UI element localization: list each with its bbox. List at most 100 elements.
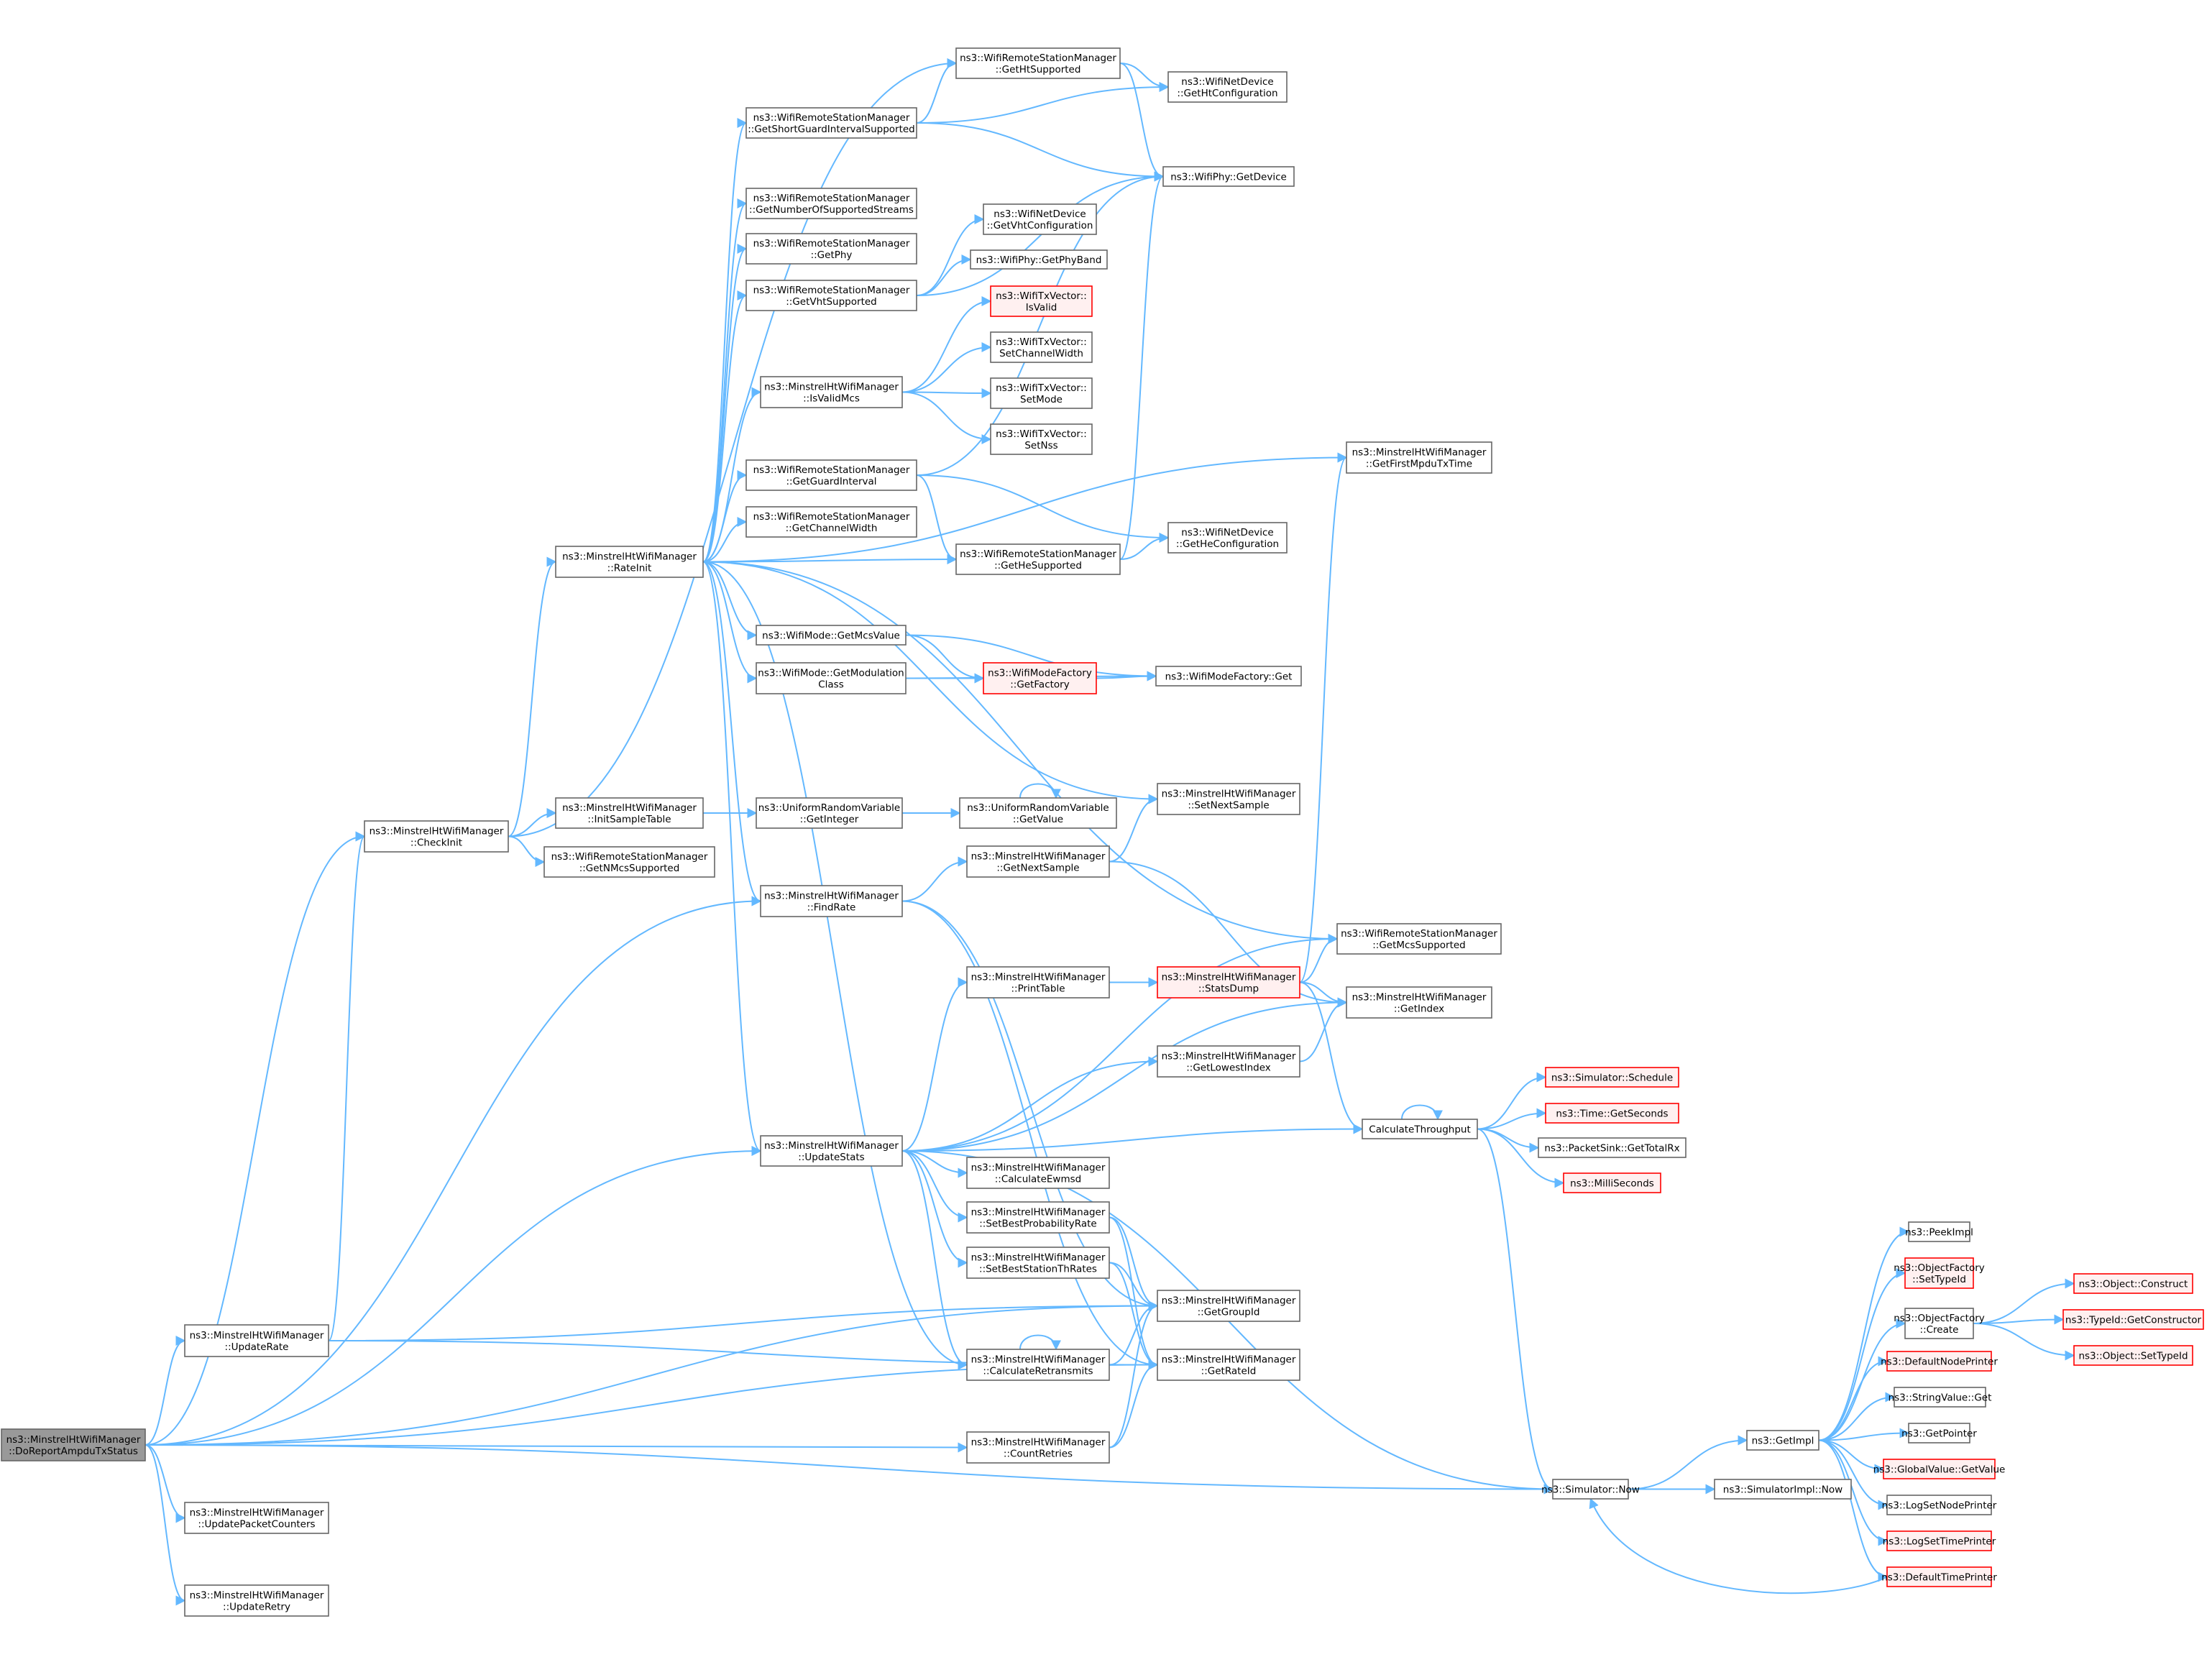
node-setcw[interactable]: ns3::WifiTxVector::SetChannelWidth xyxy=(990,331,1093,363)
node-objsettypeid[interactable]: ns3::Object::SetTypeId xyxy=(2073,1345,2193,1366)
node-box[interactable] xyxy=(1714,1479,1852,1500)
node-gethe[interactable]: ns3::WifiRemoteStationManager::GetHeSupp… xyxy=(955,543,1121,575)
node-box[interactable] xyxy=(1167,71,1288,103)
node-box[interactable] xyxy=(1162,166,1295,187)
node-ofcreate[interactable]: ns3::ObjectFactory::Create xyxy=(1894,1308,1985,1339)
node-box[interactable] xyxy=(760,1135,903,1167)
node-updatepkt[interactable]: ns3::MinstrelHtWifiManager::UpdatePacket… xyxy=(184,1502,329,1534)
node-box[interactable] xyxy=(1563,1172,1661,1193)
node-initsample[interactable]: ns3::MinstrelHtWifiManager::InitSampleTa… xyxy=(555,797,704,829)
node-statsdump[interactable]: ns3::MinstrelHtWifiManager::StatsDump xyxy=(1157,966,1300,999)
node-box[interactable] xyxy=(990,331,1093,363)
node-box[interactable] xyxy=(745,188,917,219)
node-getphyband[interactable]: ns3::WifiPhy::GetPhyBand xyxy=(970,249,1108,270)
node-box[interactable] xyxy=(1346,441,1492,474)
node-countretries[interactable]: ns3::MinstrelHtWifiManager::CountRetries xyxy=(966,1431,1110,1464)
node-getnmcs[interactable]: ns3::WifiRemoteStationManager::GetNMcsSu… xyxy=(543,846,715,878)
node-box[interactable] xyxy=(970,249,1108,270)
node-box[interactable] xyxy=(955,543,1121,575)
node-box[interactable] xyxy=(1908,1221,1970,1242)
node-peekimpl[interactable]: ns3::PeekImpl xyxy=(1905,1221,1973,1242)
node-box[interactable] xyxy=(1157,1349,1300,1381)
node-box[interactable] xyxy=(1746,1430,1819,1451)
node-schedule[interactable]: ns3::Simulator::Schedule xyxy=(1545,1067,1679,1088)
node-box[interactable] xyxy=(983,662,1097,694)
node-box[interactable] xyxy=(990,423,1093,455)
node-gettotalrx[interactable]: ns3::PacketSink::GetTotalRx xyxy=(1538,1137,1686,1158)
node-simimplnow[interactable]: ns3::SimulatorImpl::Now xyxy=(1714,1479,1852,1500)
node-box[interactable] xyxy=(2062,1309,2204,1330)
node-box[interactable] xyxy=(959,797,1117,829)
node-box[interactable] xyxy=(983,203,1097,235)
node-updaterate[interactable]: ns3::MinstrelHtWifiManager::UpdateRate xyxy=(184,1324,329,1357)
node-box[interactable] xyxy=(1,1428,146,1461)
node-box[interactable] xyxy=(1886,1351,1992,1372)
node-calcretrans[interactable]: ns3::MinstrelHtWifiManager::CalculateRet… xyxy=(966,1349,1110,1381)
node-box[interactable] xyxy=(364,820,509,853)
node-gvgetvalue[interactable]: ns3::GlobalValue::GetValue xyxy=(1873,1459,2006,1479)
node-box[interactable] xyxy=(745,506,917,538)
node-getpointer[interactable]: ns3::GetPointer xyxy=(1901,1423,1977,1443)
node-box[interactable] xyxy=(184,1324,329,1357)
node-box[interactable] xyxy=(760,885,903,917)
node-getmcsvalue[interactable]: ns3::WifiMode::GetMcsValue xyxy=(756,625,907,646)
node-getfactory[interactable]: ns3::WifiModeFactory::GetFactory xyxy=(983,662,1097,694)
node-getimpl[interactable]: ns3::GetImpl xyxy=(1746,1430,1819,1451)
node-getht[interactable]: ns3::WifiRemoteStationManager::GetHtSupp… xyxy=(955,47,1121,79)
node-box[interactable] xyxy=(1894,1387,1986,1408)
node-root[interactable]: ns3::MinstrelHtWifiManager::DoReportAmpd… xyxy=(1,1428,146,1461)
node-stringvalueget[interactable]: ns3::StringValue::Get xyxy=(1889,1387,1992,1408)
node-box[interactable] xyxy=(1362,1119,1478,1139)
node-getindex[interactable]: ns3::MinstrelHtWifiManager::GetIndex xyxy=(1346,986,1492,1019)
node-isvalidmcs[interactable]: ns3::MinstrelHtWifiManager::IsValidMcs xyxy=(760,376,903,408)
node-typeidgetctor[interactable]: ns3::TypeId::GetConstructor xyxy=(2062,1309,2204,1330)
node-getnextsample[interactable]: ns3::MinstrelHtWifiManager::GetNextSampl… xyxy=(966,845,1110,878)
node-box[interactable] xyxy=(555,797,704,829)
node-box[interactable] xyxy=(184,1502,329,1534)
node-box[interactable] xyxy=(555,546,704,578)
node-getgroupid[interactable]: ns3::MinstrelHtWifiManager::GetGroupId xyxy=(1157,1290,1300,1322)
node-box[interactable] xyxy=(955,47,1121,79)
node-isvalid[interactable]: ns3::WifiTxVector::IsValid xyxy=(990,285,1093,317)
node-ofsettypeid[interactable]: ns3::ObjectFactory::SetTypeId xyxy=(1894,1257,1985,1289)
node-updatestats[interactable]: ns3::MinstrelHtWifiManager::UpdateStats xyxy=(760,1135,903,1167)
node-getrateid[interactable]: ns3::MinstrelHtWifiManager::GetRateId xyxy=(1157,1349,1300,1381)
node-getphy[interactable]: ns3::WifiRemoteStationManager::GetPhy xyxy=(745,233,917,265)
node-box[interactable] xyxy=(1883,1459,1996,1479)
node-box[interactable] xyxy=(1908,1423,1970,1443)
node-getnss[interactable]: ns3::WifiRemoteStationManager::GetNumber… xyxy=(745,188,917,219)
node-setbestprob[interactable]: ns3::MinstrelHtWifiManager::SetBestProba… xyxy=(966,1201,1110,1234)
node-box[interactable] xyxy=(1545,1067,1679,1088)
node-box[interactable] xyxy=(745,459,917,491)
node-box[interactable] xyxy=(990,377,1093,409)
node-rateinit[interactable]: ns3::MinstrelHtWifiManager::RateInit xyxy=(555,546,704,578)
node-getseconds[interactable]: ns3::Time::GetSeconds xyxy=(1545,1103,1679,1124)
node-box[interactable] xyxy=(1155,666,1302,687)
node-box[interactable] xyxy=(1336,923,1502,955)
node-setbestst[interactable]: ns3::MinstrelHtWifiManager::SetBestStati… xyxy=(966,1247,1110,1279)
node-box[interactable] xyxy=(745,280,917,311)
node-box[interactable] xyxy=(2073,1345,2193,1366)
node-getgi[interactable]: ns3::WifiRemoteStationManager::GetGuardI… xyxy=(745,459,917,491)
node-setnextsample[interactable]: ns3::MinstrelHtWifiManager::SetNextSampl… xyxy=(1157,783,1300,815)
node-getdevice[interactable]: ns3::WifiPhy::GetDevice xyxy=(1162,166,1295,187)
node-box[interactable] xyxy=(760,376,903,408)
node-box[interactable] xyxy=(1886,1566,1992,1587)
node-box[interactable] xyxy=(990,285,1093,317)
node-box[interactable] xyxy=(966,1201,1110,1234)
node-objconstruct[interactable]: ns3::Object::Construct xyxy=(2073,1273,2193,1294)
node-box[interactable] xyxy=(1157,1290,1300,1322)
node-getfirstmpdu[interactable]: ns3::MinstrelHtWifiManager::GetFirstMpdu… xyxy=(1346,441,1492,474)
node-box[interactable] xyxy=(1904,1308,1974,1339)
node-box[interactable] xyxy=(966,1349,1110,1381)
node-simnow[interactable]: ns3::Simulator::Now xyxy=(1541,1479,1640,1500)
node-getmcssupp[interactable]: ns3::WifiRemoteStationManager::GetMcsSup… xyxy=(1336,923,1502,955)
node-box[interactable] xyxy=(2073,1273,2193,1294)
node-box[interactable] xyxy=(756,625,907,646)
node-calcthru[interactable]: CalculateThroughput xyxy=(1362,1119,1478,1139)
node-vhtconf[interactable]: ns3::WifiNetDevice::GetVhtConfiguration xyxy=(983,203,1097,235)
node-box[interactable] xyxy=(1538,1137,1686,1158)
node-box[interactable] xyxy=(1167,522,1288,554)
node-box[interactable] xyxy=(1157,783,1300,815)
